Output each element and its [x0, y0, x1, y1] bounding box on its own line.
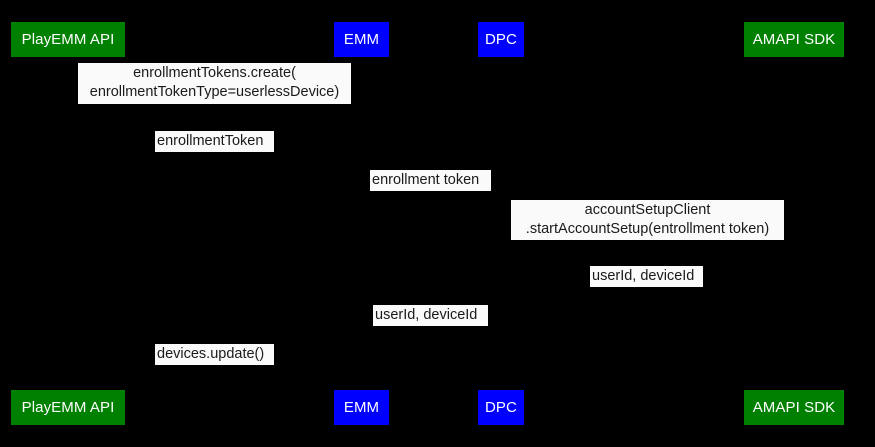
actor-amapi-sdk-bottom[interactable]: AMAPI SDK: [744, 390, 844, 425]
message-label-enrollment-token-response: enrollmentToken: [155, 131, 274, 152]
message-label-userid-deviceid-to-dpc: userId, deviceId: [590, 266, 703, 287]
message-label-enrollment-tokens-create: enrollmentTokens.create( enrollmentToken…: [78, 63, 351, 104]
actor-playemm-api-bottom[interactable]: PlayEMM API: [11, 390, 125, 425]
lifeline-emm: [362, 57, 363, 390]
actor-playemm-api-top[interactable]: PlayEMM API: [11, 22, 125, 57]
message-label-devices-update: devices.update(): [155, 344, 274, 365]
message-label-start-account-setup: accountSetupClient .startAccountSetup(en…: [511, 200, 784, 240]
actor-dpc-bottom[interactable]: DPC: [478, 390, 524, 425]
actor-emm-bottom[interactable]: EMM: [334, 390, 389, 425]
actor-emm-top[interactable]: EMM: [334, 22, 389, 57]
lifeline-playemm-api: [68, 57, 69, 390]
actor-amapi-sdk-top[interactable]: AMAPI SDK: [744, 22, 844, 57]
message-label-userid-deviceid-to-emm: userId, deviceId: [373, 305, 488, 326]
message-label-enrollment-token-to-dpc: enrollment token: [370, 170, 491, 191]
lifeline-amapi-sdk: [794, 57, 795, 390]
lifeline-dpc: [501, 57, 502, 390]
actor-dpc-top[interactable]: DPC: [478, 22, 524, 57]
